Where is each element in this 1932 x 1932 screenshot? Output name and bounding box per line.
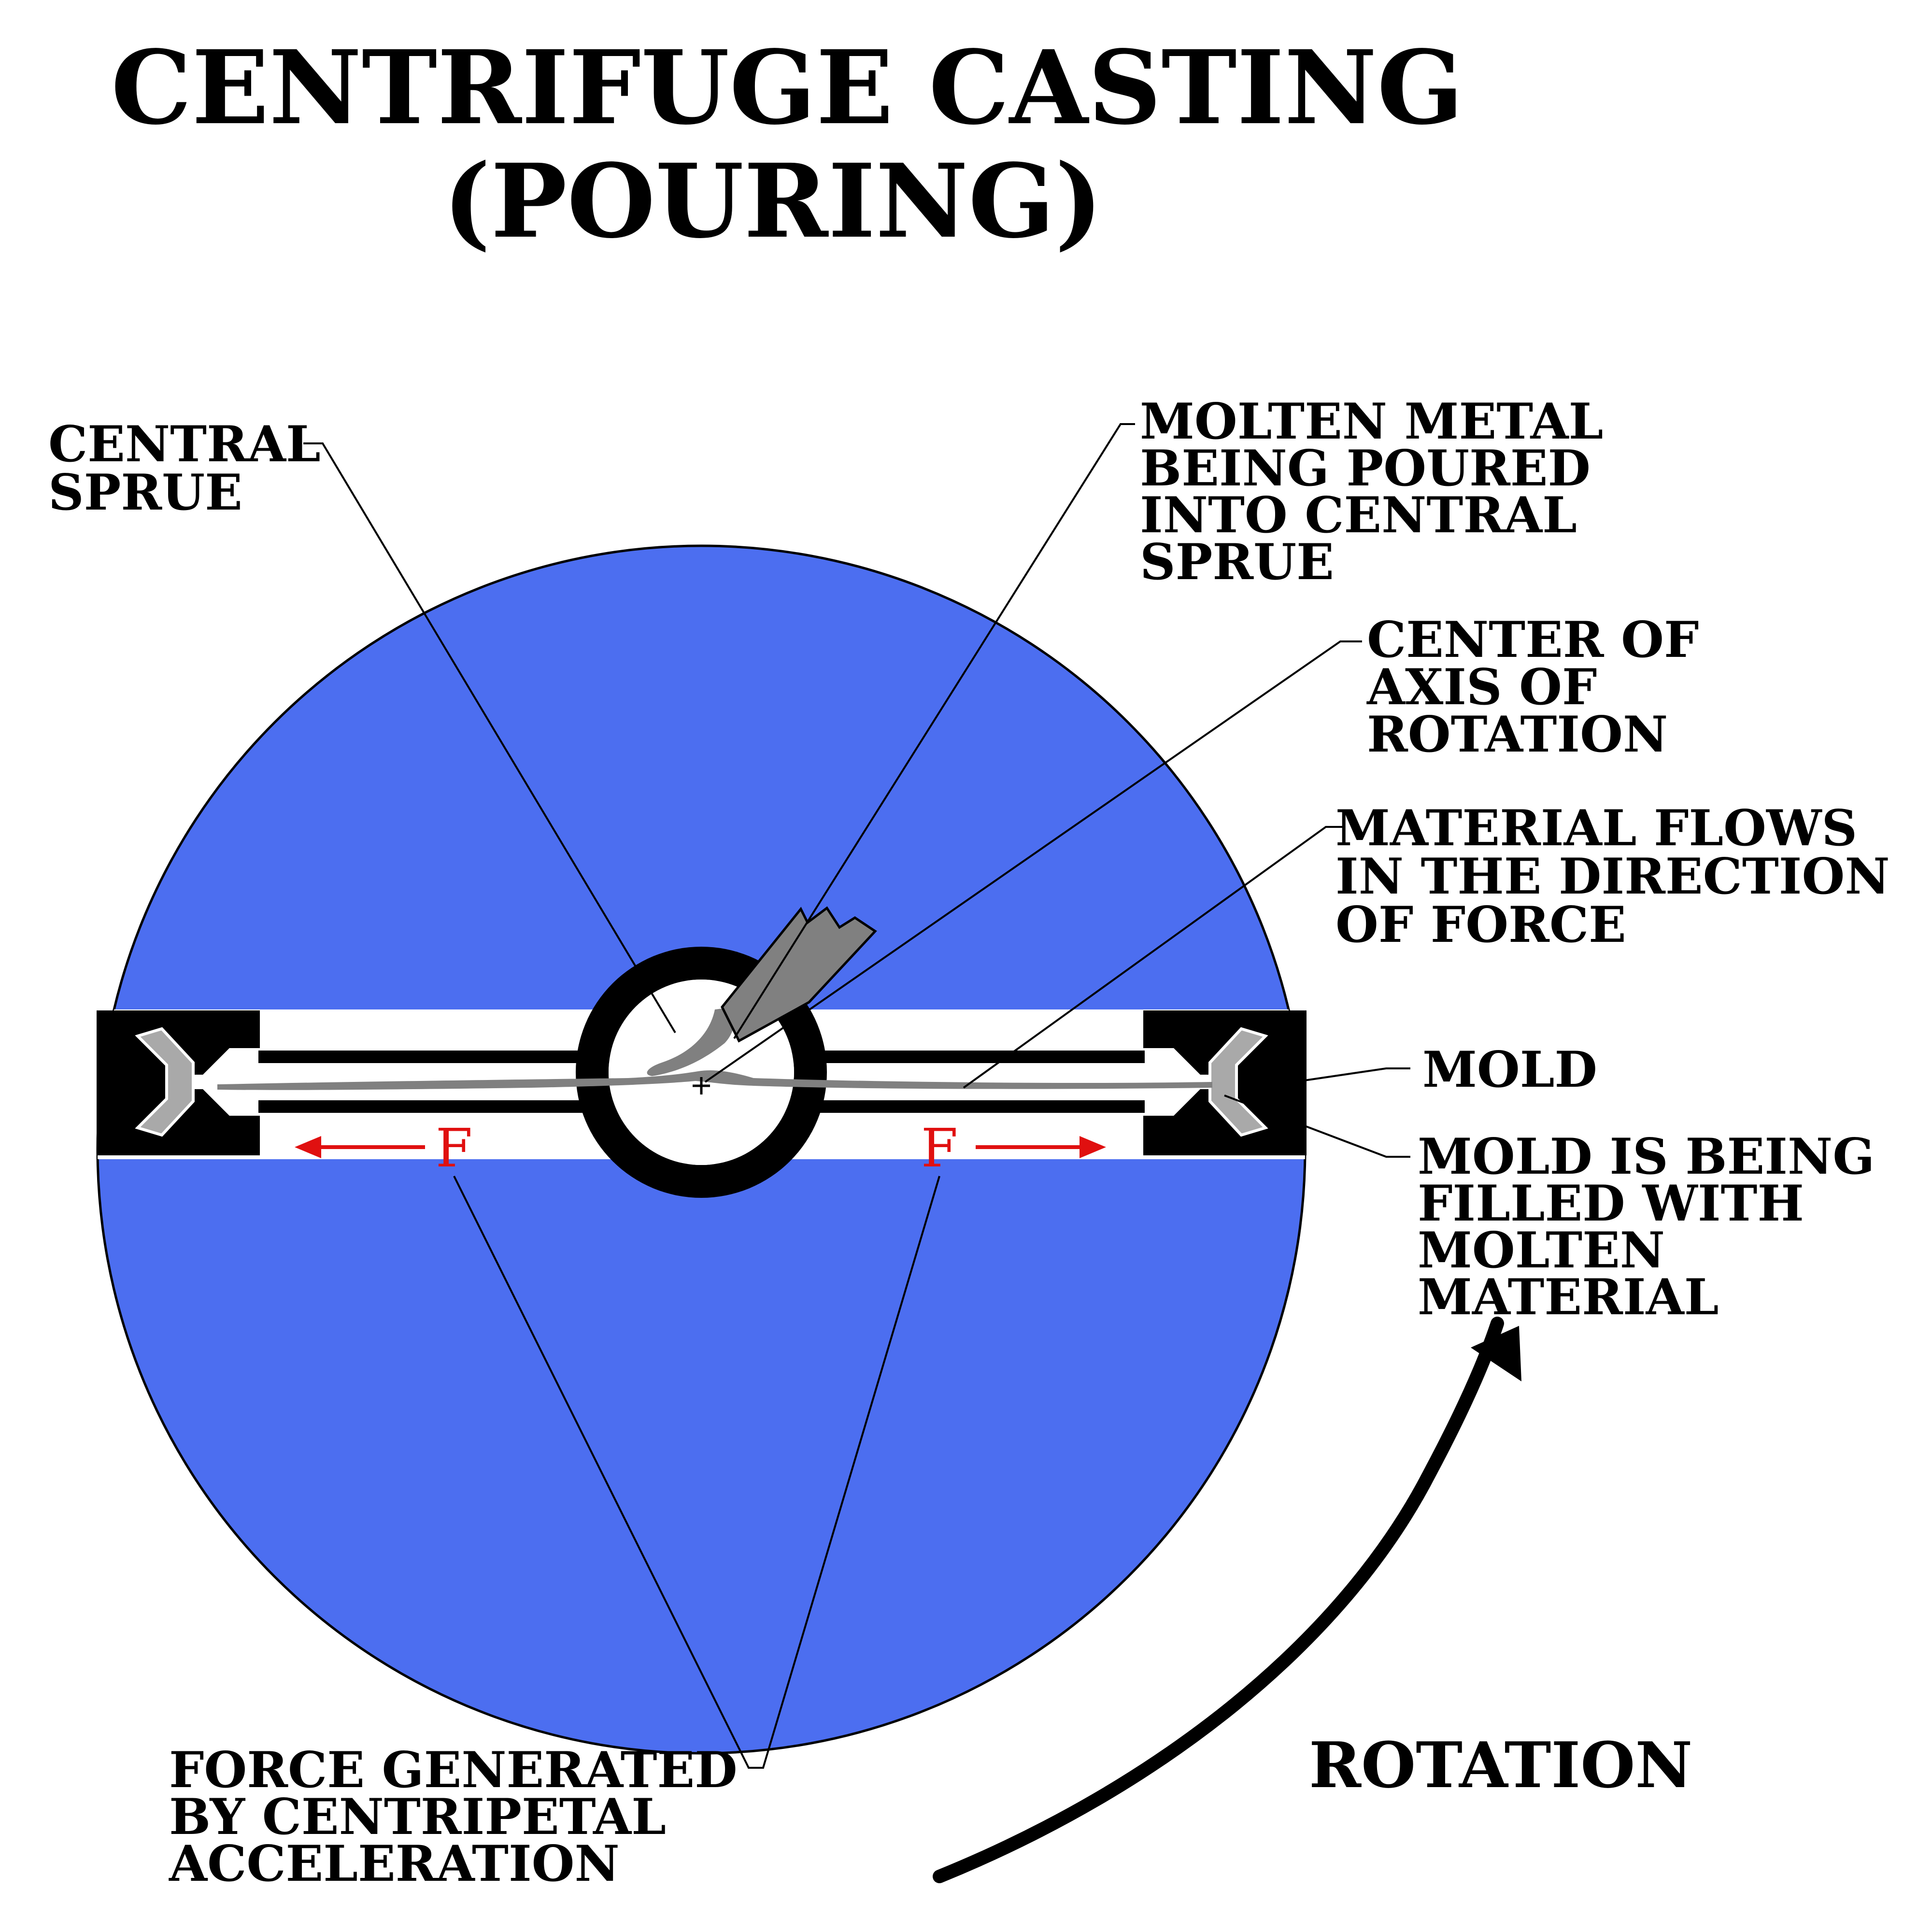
svg-text:MATERIAL FLOWS: MATERIAL FLOWS xyxy=(1335,799,1857,857)
force-generated-leader xyxy=(453,1176,940,1769)
material-flows-label: MATERIAL FLOWS IN THE DIRECTION OF FORCE xyxy=(1335,799,1890,954)
svg-text:SPRUE: SPRUE xyxy=(48,464,242,522)
left-force-mark: F xyxy=(436,1117,472,1179)
pour-stream xyxy=(647,1007,735,1076)
svg-text:FILLED WITH: FILLED WITH xyxy=(1418,1175,1804,1233)
svg-text:ROTATION: ROTATION xyxy=(1367,706,1668,764)
pouring-crucible xyxy=(721,906,877,1043)
svg-text:CENTRAL: CENTRAL xyxy=(48,415,321,473)
svg-text:MOLTEN METAL: MOLTEN METAL xyxy=(1140,393,1603,451)
mold-label: MOLD xyxy=(1422,1041,1597,1099)
diagram-title-line-2: (POURING) xyxy=(443,142,1103,261)
left-force-arrow xyxy=(295,1136,425,1158)
axis-cross-icon xyxy=(693,1077,710,1094)
svg-text:ACCELERATION: ACCELERATION xyxy=(169,1835,620,1893)
svg-text:AXIS OF: AXIS OF xyxy=(1366,658,1597,716)
molten-metal-label: MOLTEN METAL BEING POURED INTO CENTRAL S… xyxy=(1140,393,1603,591)
svg-text:INTO CENTRAL: INTO CENTRAL xyxy=(1140,486,1577,544)
right-mold-cavity xyxy=(1208,1027,1268,1137)
right-force-arrow xyxy=(976,1136,1106,1158)
svg-text:FORCE GENERATED: FORCE GENERATED xyxy=(169,1741,738,1799)
svg-text:CENTER OF: CENTER OF xyxy=(1367,611,1699,669)
force-generated-label: FORCE GENERATED BY CENTRIPETAL ACCELERAT… xyxy=(169,1741,738,1893)
central-sprue-label: CENTRAL SPRUE xyxy=(48,415,321,522)
svg-text:SPRUE: SPRUE xyxy=(1140,533,1334,591)
diagram-title-line-1: CENTRIFUGE CASTING xyxy=(111,28,1463,147)
center-axis-leader xyxy=(704,640,1362,1083)
left-mold-cavity xyxy=(135,1027,195,1137)
molten-metal-leader xyxy=(733,423,1135,1039)
molten-metal-flow xyxy=(217,1070,1212,1090)
right-force-mark: F xyxy=(921,1117,958,1179)
rotation-arrow-shaft xyxy=(933,1317,1504,1883)
central-sprue-leader xyxy=(303,442,676,1034)
mold-leader xyxy=(1294,1067,1410,1083)
svg-text:BEING POURED: BEING POURED xyxy=(1140,440,1591,497)
svg-text:MOLD IS BEING: MOLD IS BEING xyxy=(1418,1128,1875,1186)
mold-filled-leader xyxy=(1224,1094,1410,1158)
svg-text:MATERIAL: MATERIAL xyxy=(1418,1268,1719,1326)
rotation-arrow-head xyxy=(1471,1326,1521,1381)
svg-text:MOLTEN: MOLTEN xyxy=(1418,1222,1665,1279)
svg-text:IN THE DIRECTION: IN THE DIRECTION xyxy=(1335,848,1890,906)
center-axis-label: CENTER OF AXIS OF ROTATION xyxy=(1366,611,1699,764)
material-flows-leader xyxy=(963,826,1345,1089)
rotation-label: ROTATION xyxy=(1309,1728,1692,1802)
svg-text:BY CENTRIPETAL: BY CENTRIPETAL xyxy=(169,1788,666,1846)
svg-text:MOLD: MOLD xyxy=(1422,1041,1597,1099)
mold-filled-label: MOLD IS BEING FILLED WITH MOLTEN MATERIA… xyxy=(1418,1128,1875,1326)
svg-text:OF FORCE: OF FORCE xyxy=(1335,896,1626,954)
